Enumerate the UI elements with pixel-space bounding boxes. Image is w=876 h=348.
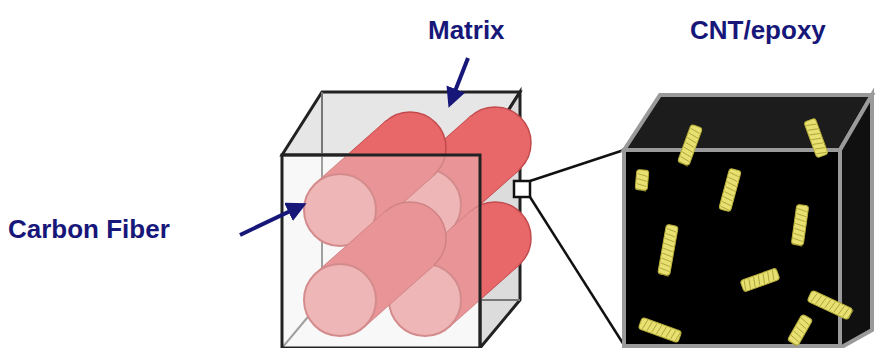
carbon-nanotube xyxy=(638,317,682,343)
part-label: CNT/epoxy xyxy=(690,16,826,45)
carbon-nanotube xyxy=(740,268,780,292)
leader-arrow xyxy=(240,205,303,235)
carbon-nanotube xyxy=(658,224,679,276)
carbon-nanotube xyxy=(719,168,741,212)
zoom-square xyxy=(514,181,530,197)
carbon-nanotube xyxy=(787,314,813,347)
part-label: Carbon Fiber xyxy=(8,215,170,244)
carbon-nanotube xyxy=(635,170,649,192)
carbon-nanotube xyxy=(677,124,702,167)
carbon-nanotube xyxy=(807,290,854,320)
carbon-nanotube xyxy=(791,204,809,246)
part-label: Matrix xyxy=(428,16,505,45)
cnt-epoxy-cube xyxy=(624,95,872,348)
leader-arrow xyxy=(450,58,468,104)
matrix-cube xyxy=(282,92,531,348)
zoom-line xyxy=(530,150,624,181)
zoom-line xyxy=(530,197,624,345)
carbon-nanotube xyxy=(804,118,828,158)
